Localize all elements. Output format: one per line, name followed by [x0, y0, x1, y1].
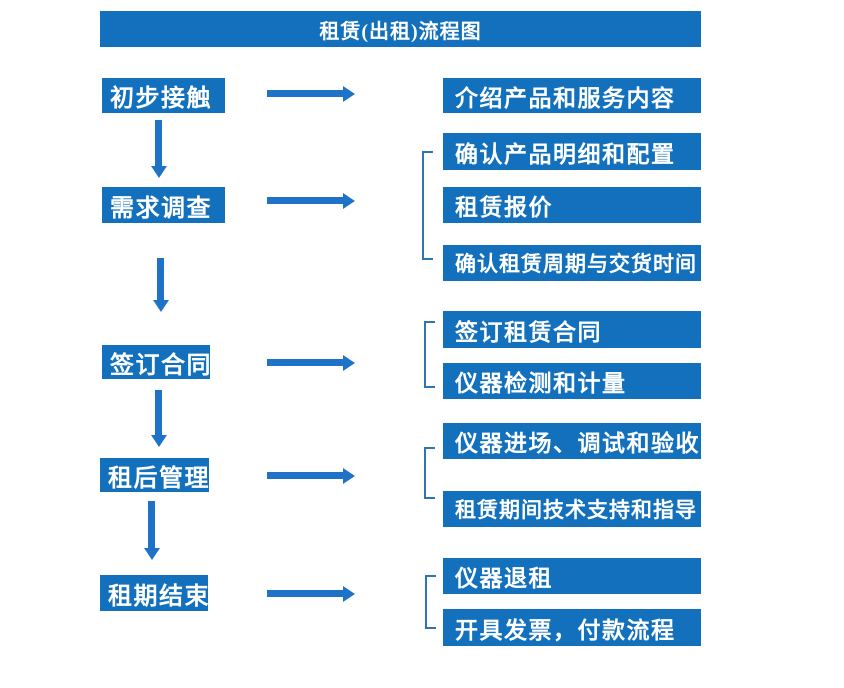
right-arrow-icon — [267, 359, 343, 366]
detail-box-instrument-testing-metering: 仪器检测和计量 — [443, 363, 701, 399]
detail-box-confirm-rental-period-delivery: 确认租赁周期与交货时间 — [443, 245, 701, 281]
detail-box-instrument-return: 仪器退租 — [443, 558, 701, 594]
stage-box-demand-survey: 需求调查 — [102, 187, 225, 223]
detail-box-rental-tech-support: 租赁期间技术支持和指导 — [443, 491, 701, 527]
group-bracket-icon — [422, 151, 433, 260]
down-arrow-icon — [155, 390, 162, 435]
detail-box-introduce-product-services: 介绍产品和服务内容 — [443, 78, 701, 113]
group-bracket-icon — [424, 321, 435, 388]
down-arrow-icon — [157, 258, 164, 300]
detail-box-confirm-product-details: 确认产品明细和配置 — [443, 133, 701, 170]
right-arrow-icon — [267, 197, 343, 204]
stage-box-sign-contract: 签订合同 — [102, 345, 211, 379]
down-arrow-icon — [148, 501, 155, 548]
stage-box-rental-end: 租期结束 — [100, 575, 209, 611]
detail-box-instrument-arrival-acceptance: 仪器进场、调试和验收 — [443, 423, 701, 459]
flowchart-title-banner: 租赁(出租)流程图 — [100, 11, 701, 47]
group-bracket-icon — [425, 575, 436, 629]
stage-box-initial-contact: 初步接触 — [102, 78, 225, 113]
detail-box-invoice-payment: 开具发票，付款流程 — [443, 609, 701, 646]
detail-box-rental-quote: 租赁报价 — [443, 187, 701, 223]
right-arrow-icon — [267, 90, 343, 97]
detail-box-sign-rental-contract: 签订租赁合同 — [443, 311, 701, 348]
right-arrow-icon — [267, 590, 343, 597]
down-arrow-icon — [155, 120, 162, 166]
flowchart-title: 租赁(出租)流程图 — [319, 20, 482, 43]
group-bracket-icon — [424, 447, 435, 499]
right-arrow-icon — [267, 472, 343, 479]
stage-box-post-rental-management: 租后管理 — [100, 458, 209, 492]
